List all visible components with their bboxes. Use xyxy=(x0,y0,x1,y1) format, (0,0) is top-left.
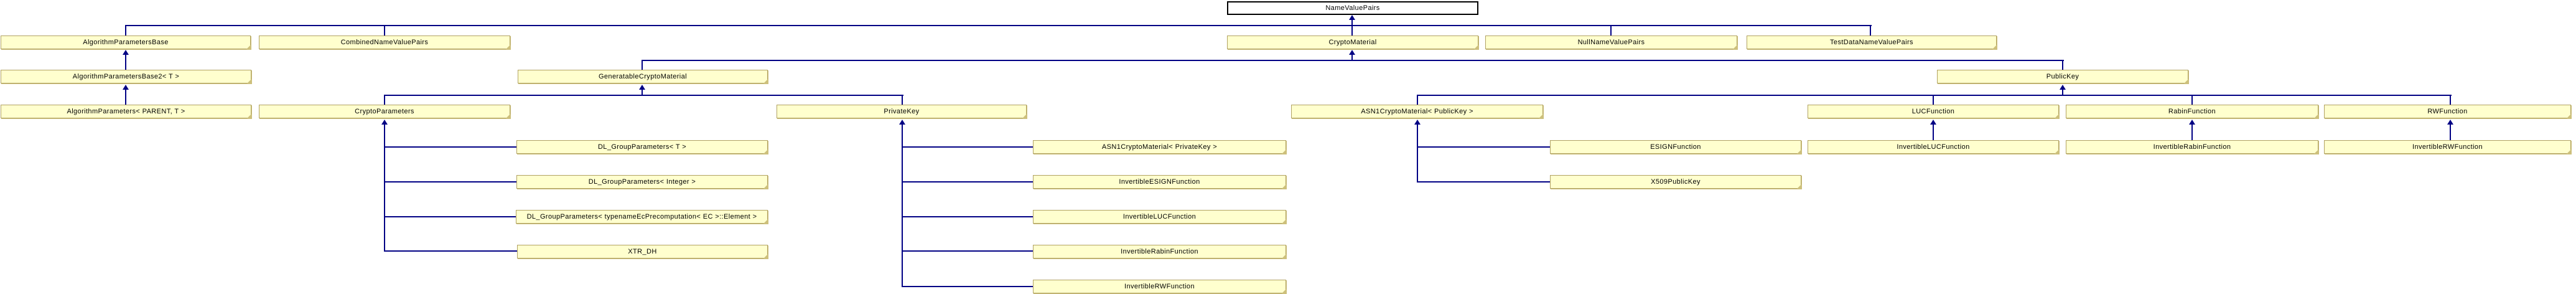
inheritance-arrowhead-icon xyxy=(2189,120,2195,125)
class-node-combinednamevaluepairs[interactable]: CombinedNameValuePairs xyxy=(259,36,510,49)
connector-line-vertical xyxy=(384,25,385,36)
class-node-invertiblerabinfunction[interactable]: InvertibleRabinFunction xyxy=(1033,245,1286,258)
connector-line-vertical xyxy=(1417,95,1418,105)
connector-line-vertical xyxy=(125,25,126,36)
connector-line-vertical xyxy=(1933,95,1934,105)
class-node-dl-groupparameters-t[interactable]: DL_GroupParameters< T > xyxy=(516,140,768,154)
class-node-generatablecryptomaterial[interactable]: GeneratableCryptoMaterial xyxy=(518,70,768,83)
class-node-algorithmparametersbase[interactable]: AlgorithmParametersBase xyxy=(1,36,251,49)
connector-line-horizontal xyxy=(902,146,1033,148)
class-node-asn1cryptomaterial-privatekey[interactable]: ASN1CryptoMaterial< PrivateKey > xyxy=(1033,140,1286,154)
connector-line-vertical xyxy=(1610,25,1612,36)
inheritance-arrow-shaft xyxy=(2062,88,2063,95)
connector-line-horizontal xyxy=(385,216,516,217)
connector-line-horizontal xyxy=(642,60,2064,61)
connector-line-horizontal xyxy=(902,216,1033,217)
inheritance-arrowhead-icon xyxy=(639,85,645,90)
inheritance-arrow-shaft xyxy=(1417,123,1418,183)
connector-line-horizontal xyxy=(1417,95,2452,96)
class-node-dl-groupparameters-typenameecprecomputation-ec-element[interactable]: DL_GroupParameters< typenameEcPrecomputa… xyxy=(516,210,768,224)
class-node-publickey[interactable]: PublicKey xyxy=(1937,70,2188,83)
connector-line-horizontal xyxy=(1417,181,1550,183)
inheritance-arrowhead-icon xyxy=(899,120,905,125)
root-class-node-namevaluepairs: NameValuePairs xyxy=(1227,1,1478,15)
connector-line-horizontal xyxy=(902,181,1033,183)
class-node-invertiblelucfunction[interactable]: InvertibleLUCFunction xyxy=(1033,210,1286,224)
inheritance-arrowhead-icon xyxy=(1414,120,1421,125)
class-node-rwfunction[interactable]: RWFunction xyxy=(2324,105,2571,118)
inheritance-arrow-shaft xyxy=(642,88,643,95)
class-node-testdatanamevaluepairs[interactable]: TestDataNameValuePairs xyxy=(1747,36,1997,49)
class-node-lucfunction[interactable]: LUCFunction xyxy=(1808,105,2059,118)
inheritance-arrowhead-icon xyxy=(2447,120,2453,125)
connector-line-horizontal xyxy=(126,25,1872,26)
connector-line-vertical xyxy=(2062,60,2063,70)
connector-line-vertical xyxy=(902,95,903,105)
inheritance-arrow-shaft xyxy=(2191,123,2193,140)
connector-line-horizontal xyxy=(385,250,517,252)
class-node-privatekey[interactable]: PrivateKey xyxy=(777,105,1027,118)
class-node-invertiblelucfunction[interactable]: InvertibleLUCFunction xyxy=(1808,140,2059,154)
inheritance-arrowhead-icon xyxy=(1930,120,1936,125)
class-node-algorithmparameters-parent-t[interactable]: AlgorithmParameters< PARENT, T > xyxy=(1,105,251,118)
inheritance-arrow-shaft xyxy=(384,123,385,252)
class-node-invertiblerabinfunction[interactable]: InvertibleRabinFunction xyxy=(2066,140,2318,154)
inheritance-arrowhead-icon xyxy=(2060,85,2066,90)
class-node-cryptoparameters[interactable]: CryptoParameters xyxy=(259,105,510,118)
class-node-rabinfunction[interactable]: RabinFunction xyxy=(2066,105,2318,118)
connector-line-horizontal xyxy=(902,250,1033,252)
inheritance-arrow-shaft xyxy=(1351,19,1353,36)
connector-line-vertical xyxy=(2450,95,2451,105)
class-node-cryptomaterial[interactable]: CryptoMaterial xyxy=(1227,36,1478,49)
class-node-invertibleesignfunction[interactable]: InvertibleESIGNFunction xyxy=(1033,175,1286,189)
inheritance-arrow-shaft xyxy=(1933,123,1934,140)
connector-line-vertical xyxy=(384,95,385,105)
class-node-esignfunction[interactable]: ESIGNFunction xyxy=(1550,140,1801,154)
connector-line-horizontal xyxy=(1417,146,1550,148)
class-node-invertiblerwfunction[interactable]: InvertibleRWFunction xyxy=(1033,280,1286,293)
inheritance-arrow-shaft xyxy=(902,123,903,287)
class-node-x509publickey[interactable]: X509PublicKey xyxy=(1550,175,1801,189)
inheritance-arrow-shaft xyxy=(125,88,126,105)
inheritance-arrow-shaft xyxy=(1351,54,1353,60)
class-node-dl-groupparameters-integer[interactable]: DL_GroupParameters< Integer > xyxy=(516,175,768,189)
inheritance-arrowhead-icon xyxy=(1349,50,1355,55)
connector-line-horizontal xyxy=(385,146,516,148)
connector-line-horizontal xyxy=(385,95,903,96)
inheritance-arrow-shaft xyxy=(2450,123,2451,140)
class-node-nullnamevaluepairs[interactable]: NullNameValuePairs xyxy=(1485,36,1737,49)
class-node-asn1cryptomaterial-publickey[interactable]: ASN1CryptoMaterial< PublicKey > xyxy=(1291,105,1543,118)
inheritance-arrowhead-icon xyxy=(123,85,129,90)
class-node-xtr-dh[interactable]: XTR_DH xyxy=(517,245,768,258)
class-node-algorithmparametersbase2-t[interactable]: AlgorithmParametersBase2< T > xyxy=(1,70,251,83)
inheritance-arrowhead-icon xyxy=(1349,15,1355,20)
connector-line-horizontal xyxy=(385,181,516,183)
connector-line-vertical xyxy=(642,60,643,70)
connector-line-vertical xyxy=(1870,25,1871,36)
class-node-invertiblerwfunction[interactable]: InvertibleRWFunction xyxy=(2324,140,2571,154)
connector-line-horizontal xyxy=(902,286,1033,287)
inheritance-arrowhead-icon xyxy=(381,120,388,125)
inheritance-arrow-shaft xyxy=(125,54,126,70)
connector-line-vertical xyxy=(2191,95,2193,105)
inheritance-arrowhead-icon xyxy=(123,50,129,55)
